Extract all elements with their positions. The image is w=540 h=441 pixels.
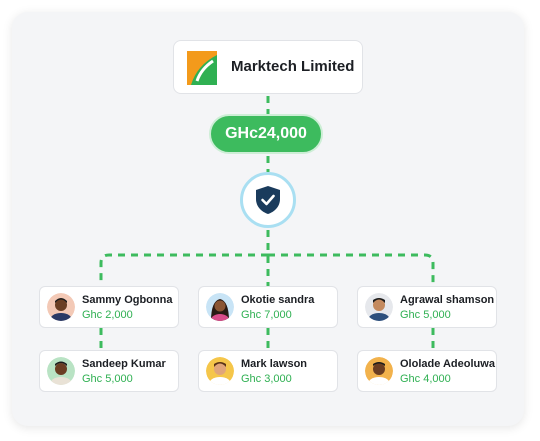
avatar bbox=[365, 357, 393, 385]
avatar bbox=[47, 293, 75, 321]
avatar bbox=[206, 293, 234, 321]
recipient-card: Sammy Ogbonna Ghc 2,000 bbox=[39, 286, 179, 328]
company-card: Marktech Limited bbox=[173, 40, 363, 94]
avatar bbox=[47, 357, 75, 385]
shield-check-icon bbox=[256, 186, 280, 214]
recipient-card: Agrawal shamson Ghc 5,000 bbox=[357, 286, 497, 328]
recipient-card: Sandeep Kumar Ghc 5,000 bbox=[39, 350, 179, 392]
shield-badge bbox=[240, 172, 296, 228]
recipient-amount: Ghc 3,000 bbox=[241, 373, 292, 385]
connector-branch-left bbox=[99, 253, 268, 286]
company-name: Marktech Limited bbox=[231, 58, 355, 75]
recipient-card: Ololade Adeoluwa Ghc 4,000 bbox=[357, 350, 497, 392]
avatar bbox=[365, 293, 393, 321]
recipient-name: Sandeep Kumar bbox=[82, 358, 166, 370]
recipient-name: Agrawal shamson bbox=[400, 294, 495, 306]
total-amount-pill: GHc24,000 bbox=[209, 114, 323, 154]
recipient-card: Okotie sandra Ghc 7,000 bbox=[198, 286, 338, 328]
avatar bbox=[206, 357, 234, 385]
connector-branch-right bbox=[268, 253, 435, 286]
recipient-card: Mark lawson Ghc 3,000 bbox=[198, 350, 338, 392]
marktech-logo-icon bbox=[187, 51, 217, 85]
recipient-amount: Ghc 5,000 bbox=[82, 373, 133, 385]
recipient-name: Ololade Adeoluwa bbox=[400, 358, 495, 370]
recipient-name: Mark lawson bbox=[241, 358, 308, 370]
recipient-amount: Ghc 5,000 bbox=[400, 309, 451, 321]
recipient-amount: Ghc 4,000 bbox=[400, 373, 451, 385]
recipient-amount: Ghc 7,000 bbox=[241, 309, 292, 321]
recipient-amount: Ghc 2,000 bbox=[82, 309, 133, 321]
recipient-name: Sammy Ogbonna bbox=[82, 294, 173, 306]
recipient-name: Okotie sandra bbox=[241, 294, 315, 306]
